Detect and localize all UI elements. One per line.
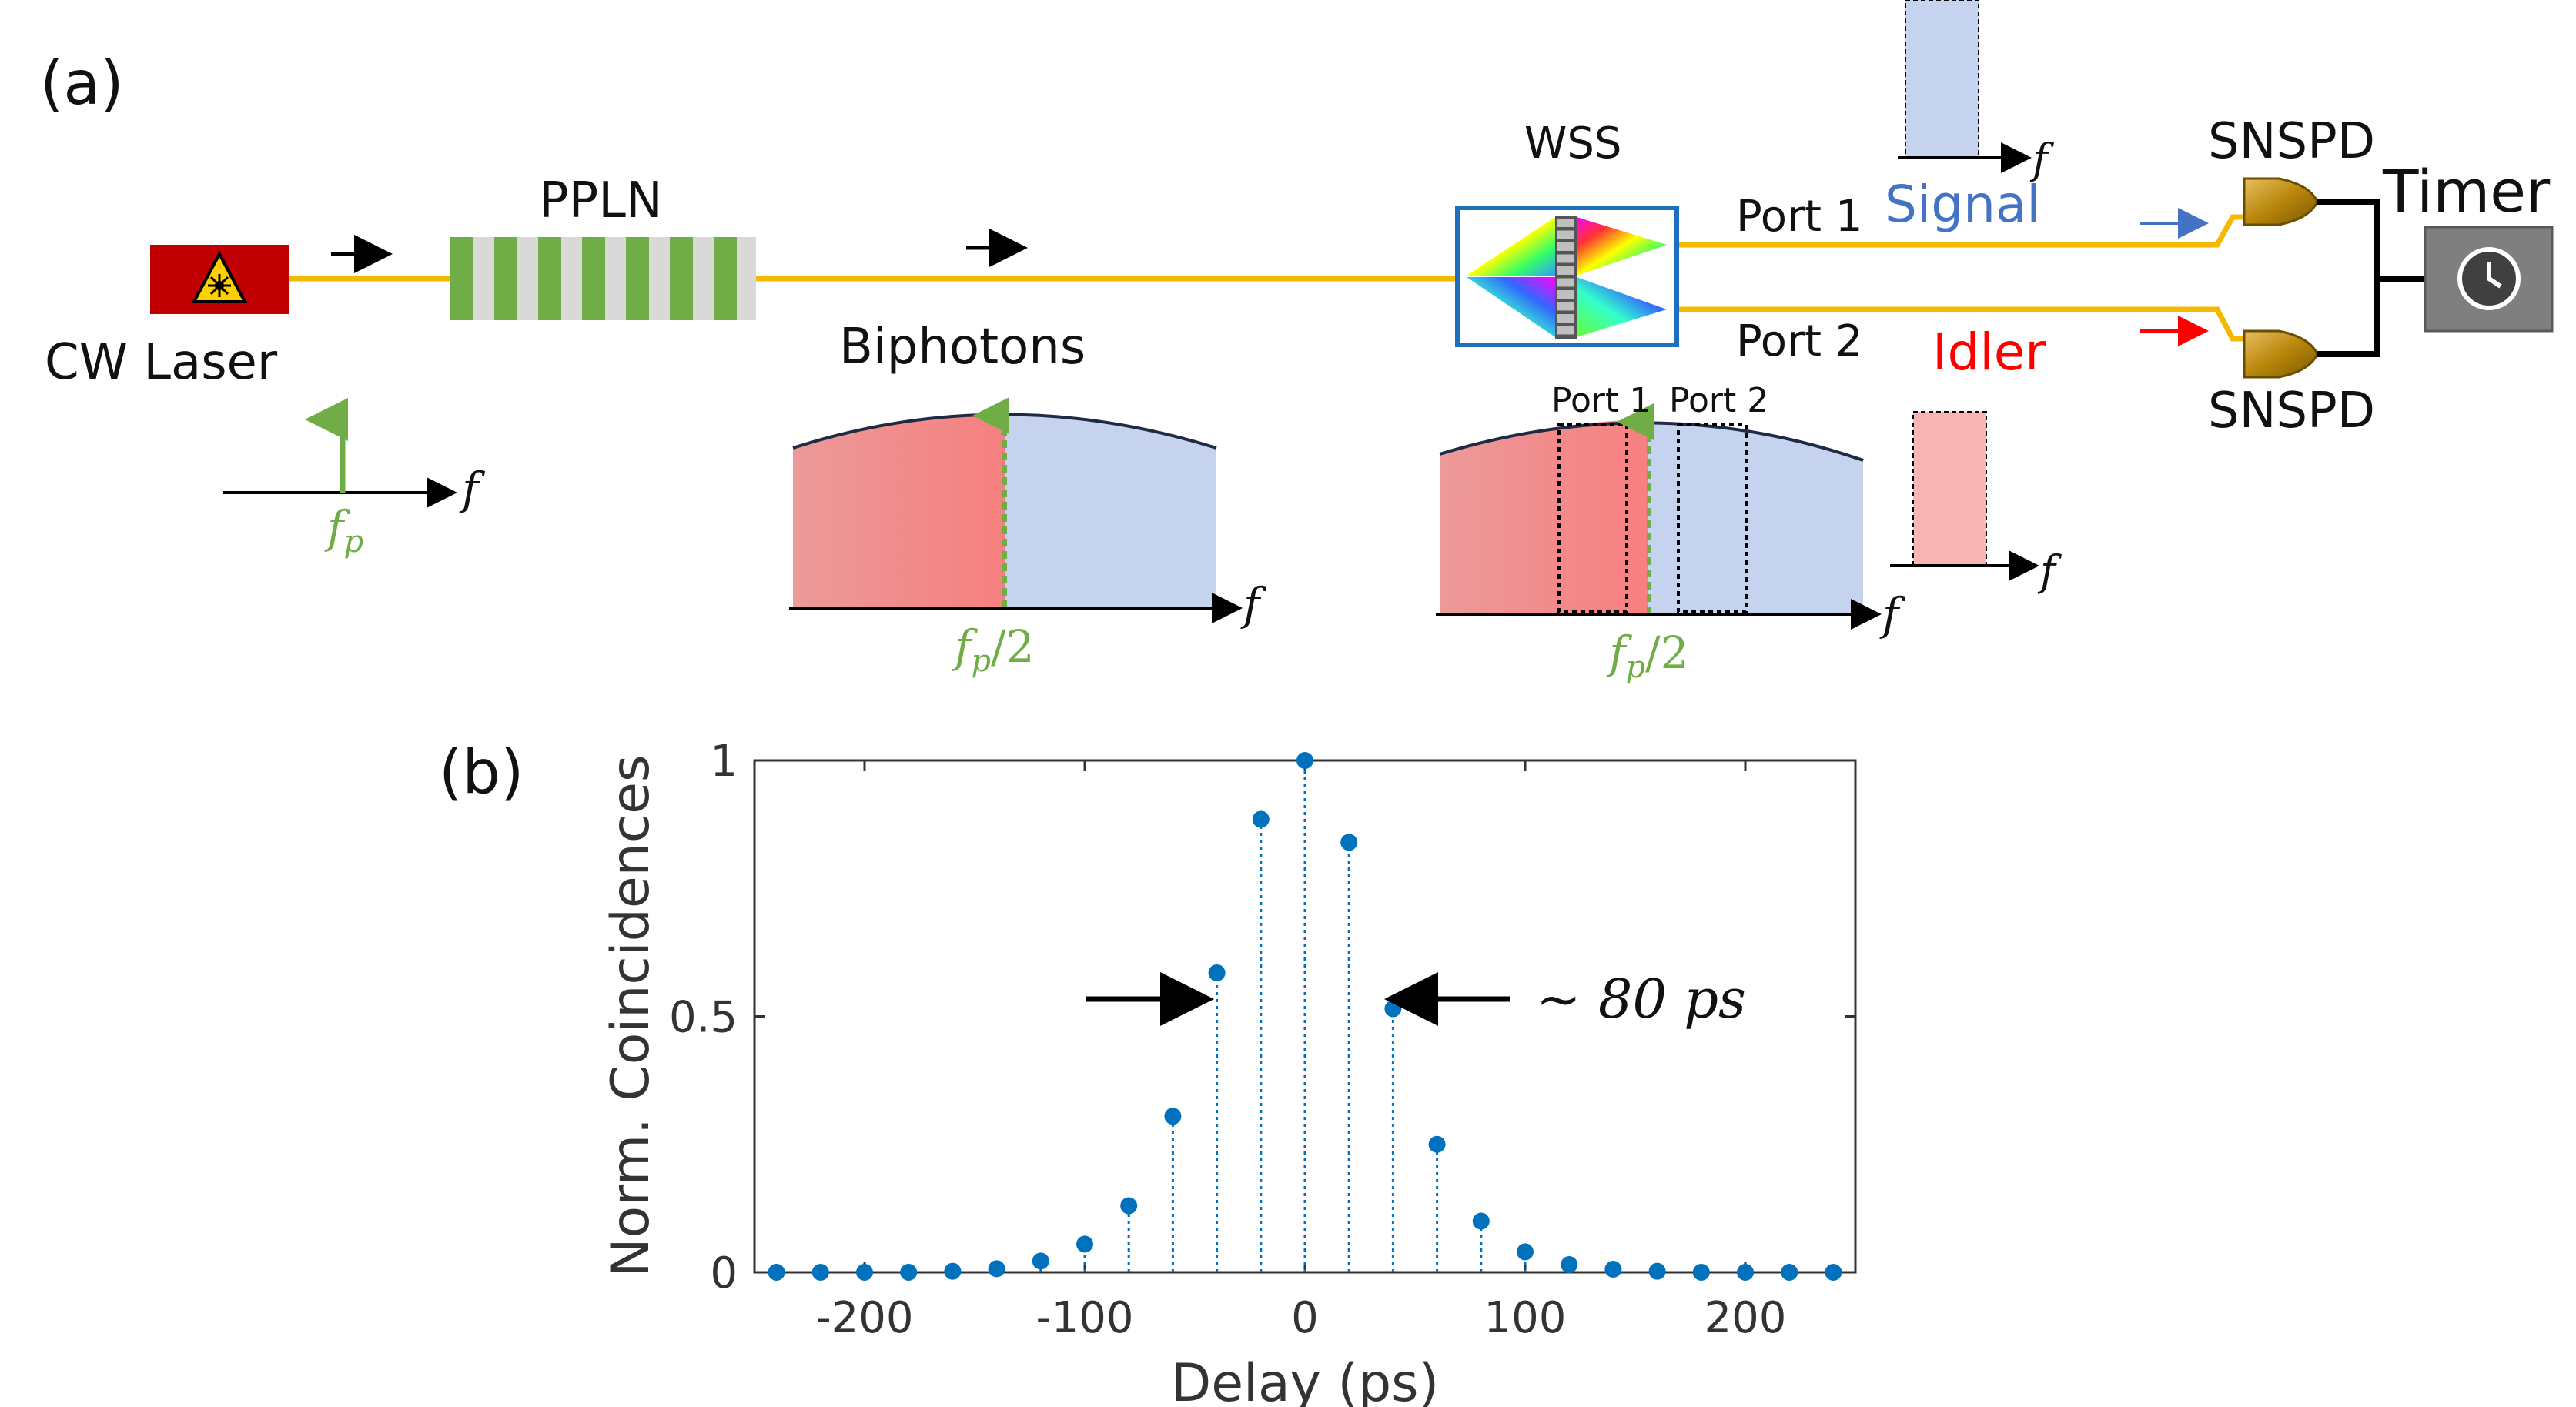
ppln-domain	[494, 237, 517, 320]
snspd-bottom-label: SNSPD	[2208, 383, 2375, 439]
ppln-label: PPLN	[539, 172, 663, 229]
y-tick-label: 0	[710, 1248, 738, 1298]
x-tick-label: -200	[815, 1293, 913, 1343]
stem-marker	[1825, 1264, 1842, 1281]
wss-pixel	[1557, 230, 1574, 239]
fwhm-annotation: ~ 80 ps	[1536, 968, 1746, 1031]
x-tick-label: 100	[1484, 1293, 1567, 1343]
stem-marker	[1517, 1243, 1534, 1261]
stem-marker	[1296, 752, 1313, 769]
wss-pixel	[1557, 302, 1574, 311]
stem-marker	[1737, 1264, 1754, 1281]
panel-b-label: (b)	[439, 738, 524, 807]
wss-pixel	[1557, 242, 1574, 251]
stem-marker	[1604, 1261, 1622, 1278]
stem-marker	[856, 1264, 873, 1281]
wss-pixel	[1557, 278, 1574, 287]
pump-fp-label: fp	[324, 501, 363, 560]
ppln-domain	[626, 237, 649, 320]
panel-a-label: (a)	[40, 49, 124, 119]
wss-fp-half: fp/2	[1606, 627, 1689, 685]
stem-marker	[1252, 810, 1270, 828]
biphoton-fp-half: fp/2	[952, 620, 1035, 679]
ppln-domain	[582, 237, 605, 320]
y-tick-label: 0.5	[669, 993, 738, 1043]
stem-marker	[1692, 1264, 1710, 1281]
wss-pixel	[1557, 254, 1574, 263]
filter-port1-label: Port 1	[1551, 381, 1651, 420]
cw-laser	[150, 245, 289, 314]
x-tick-label: 0	[1291, 1293, 1319, 1343]
cable-top	[2317, 199, 2380, 357]
chart-ylabel: Norm. Coincidences	[601, 755, 661, 1278]
wss-pixel	[1557, 290, 1574, 299]
wss-pixel	[1557, 314, 1574, 323]
stem-marker	[1164, 1108, 1182, 1125]
stem-marker	[1032, 1252, 1049, 1270]
timer-label: Timer	[2382, 157, 2551, 226]
stem-marker	[811, 1264, 829, 1281]
stem-marker	[1340, 834, 1358, 851]
biphoton-spectrum: f fp/2	[789, 397, 1267, 679]
coincidence-chart: -200 -100 0 100 200 0 0.5 1 Delay (ps) Norm. Co…	[601, 737, 1857, 1407]
svg-text:f: f	[2037, 546, 2062, 595]
snspd-top-detector	[2243, 177, 2319, 226]
signal-label: Signal	[1885, 175, 2041, 234]
stem-marker	[1781, 1264, 1798, 1281]
timer-box	[2424, 226, 2554, 333]
y-tick-label: 1	[710, 737, 738, 787]
stem-marker	[1120, 1197, 1138, 1215]
stem-marker	[1076, 1235, 1093, 1253]
ppln-domain	[714, 237, 737, 320]
chart-xlabel: Delay (ps)	[1171, 1353, 1439, 1407]
x-tick-label: -100	[1035, 1293, 1133, 1343]
snspd-top-label: SNSPD	[2208, 113, 2375, 170]
stem-marker	[1648, 1262, 1666, 1280]
port1-label: Port 1	[1736, 192, 1862, 242]
ppln-domain	[450, 237, 473, 320]
wss-pixel	[1557, 326, 1574, 335]
biphotons-label: Biphotons	[839, 319, 1086, 376]
laser-label: CW Laser	[45, 334, 278, 391]
wss-pixel	[1557, 219, 1574, 227]
ppln-domain	[670, 237, 693, 320]
stem-marker	[988, 1260, 1005, 1278]
svg-text:f: f	[1879, 588, 1906, 640]
fiber-port1	[1677, 214, 2248, 248]
port2-label: Port 2	[1736, 316, 1862, 366]
pump-spectrum: f fp	[223, 398, 486, 560]
wss-spectrum: f Port 1 Port 2 fp/2	[1436, 381, 1906, 685]
x-tick-label: 200	[1705, 1293, 1787, 1343]
wss-pixel	[1557, 266, 1574, 275]
stem-marker	[1384, 1000, 1402, 1018]
snspd-bottom-detector	[2243, 329, 2319, 379]
wss-box	[1455, 206, 1679, 347]
stem-marker	[1561, 1256, 1578, 1274]
pump-axis-f: f	[459, 463, 486, 515]
idler-spectrum: f	[1890, 411, 2062, 595]
fiber-port2	[1677, 306, 2248, 342]
stem-marker	[768, 1264, 785, 1281]
idler-label: Idler	[1932, 323, 2046, 382]
stem-marker	[1208, 964, 1226, 981]
ppln-crystal	[450, 237, 756, 320]
stem-marker	[900, 1264, 918, 1281]
ppln-domain	[538, 237, 561, 320]
stem-marker	[1472, 1212, 1490, 1230]
stem-marker	[1428, 1135, 1446, 1153]
stem-marker	[944, 1262, 962, 1280]
svg-text:f: f	[1240, 578, 1267, 630]
signal-spectrum: f	[1898, 0, 2054, 183]
filter-port2-label: Port 2	[1669, 381, 1768, 420]
wss-label: WSS	[1524, 119, 1621, 169]
svg-text:f: f	[2029, 135, 2054, 183]
